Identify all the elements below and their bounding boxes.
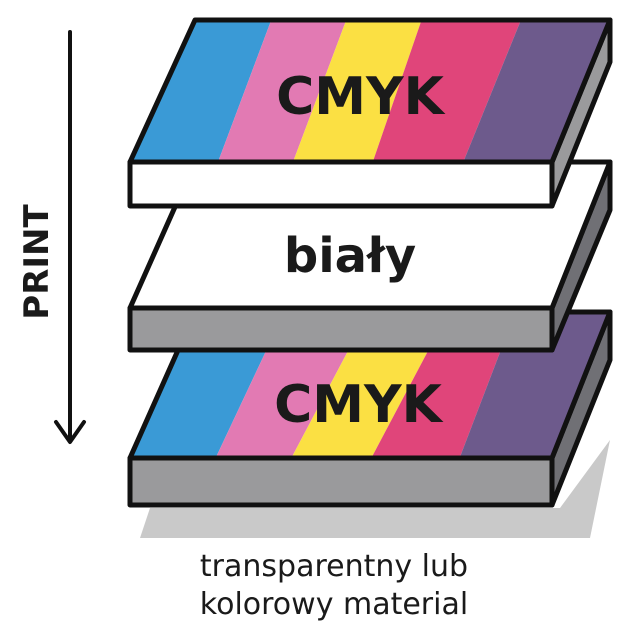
top-cmyk-layer: CMYK (127, 17, 613, 209)
print-direction-arrow: PRINT (17, 30, 86, 444)
print-label: PRINT (17, 203, 57, 319)
bottom-layer-front-side (127, 455, 555, 508)
top-yellow-stripe (290, 20, 425, 162)
stack-shadow (140, 440, 610, 538)
top-magenta-stripe (370, 20, 525, 162)
top-magenta-light-stripe (215, 20, 350, 162)
caption-line-1: transparentny lub (200, 549, 468, 584)
top-layer-front-side (127, 159, 555, 209)
white-layer-front-side (127, 305, 555, 353)
bottom-layer-label: CMYK (274, 375, 444, 435)
top-layer-label: CMYK (276, 67, 446, 127)
caption-line-2: kolorowy material (200, 587, 468, 622)
white-layer-label: biały (284, 228, 416, 284)
arrow-head (54, 420, 86, 444)
